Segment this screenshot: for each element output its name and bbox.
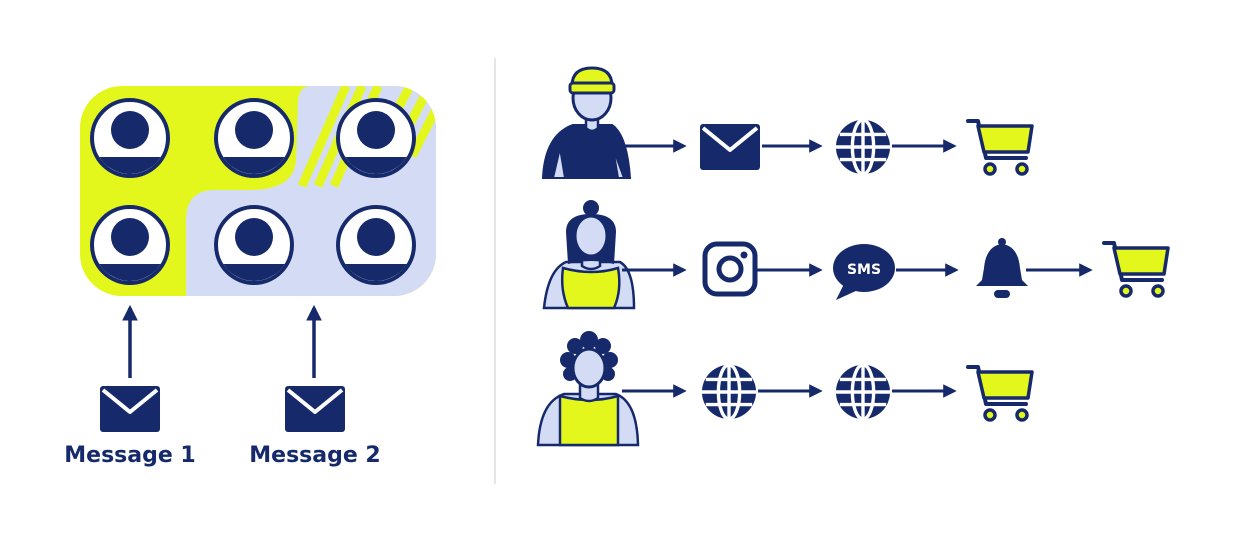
message-1-envelope-icon [100, 386, 160, 432]
sms-icon: SMS [833, 244, 895, 300]
globe-icon [700, 363, 758, 421]
cart-icon [966, 365, 1034, 422]
cart-icon [1102, 241, 1170, 298]
cart-icon [966, 119, 1034, 176]
persona-curly [536, 331, 640, 447]
message-1-label: Message 1 [64, 443, 195, 468]
persona-ponytail [542, 200, 636, 310]
globe-icon [834, 118, 892, 176]
sms-label: SMS [847, 262, 881, 278]
persona-beanie [541, 66, 632, 179]
audience-segments [80, 86, 436, 296]
email-icon [700, 124, 760, 170]
bell-icon [976, 238, 1028, 298]
message-2-label: Message 2 [249, 443, 380, 468]
instagram-icon [702, 241, 758, 297]
globe-icon [834, 363, 892, 421]
message-2-envelope-icon [285, 386, 345, 432]
